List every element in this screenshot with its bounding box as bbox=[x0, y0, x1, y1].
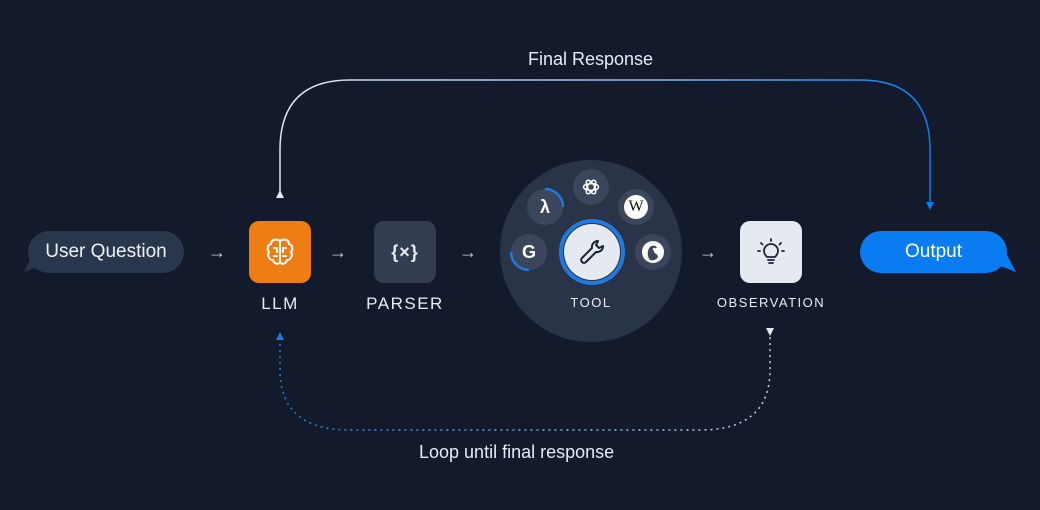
tool-openai bbox=[573, 169, 609, 205]
user-question-text: User Question bbox=[45, 241, 167, 262]
google-icon: G bbox=[521, 241, 536, 262]
brain-icon bbox=[266, 238, 294, 265]
output-bubble: Output bbox=[860, 231, 1007, 273]
arrow-to-observation: → bbox=[699, 242, 717, 262]
observation-node bbox=[740, 221, 802, 283]
wrench-icon bbox=[580, 239, 605, 264]
lambda-icon: λ bbox=[539, 196, 550, 217]
variable-icon: {×} bbox=[391, 241, 419, 262]
final-response-arc bbox=[279, 79, 931, 204]
loop-arrowhead-up bbox=[276, 332, 284, 340]
llm-node bbox=[249, 221, 311, 283]
lambda-progress-ring bbox=[544, 187, 565, 208]
tool-duckduckgo bbox=[635, 234, 671, 270]
lightbulb-icon bbox=[757, 238, 785, 264]
tool-wikipedia: W bbox=[618, 189, 654, 225]
final-response-label: Final Response bbox=[528, 49, 654, 69]
google-progress-ring bbox=[509, 251, 530, 272]
loop-arrowhead-down bbox=[766, 328, 774, 336]
user-question-bubble: User Question bbox=[28, 231, 184, 273]
tool-progress-ring bbox=[559, 219, 625, 285]
parser-node: {×} bbox=[374, 221, 436, 283]
openai-icon bbox=[582, 179, 600, 195]
arrow-to-tool: → bbox=[459, 242, 477, 262]
arrow-to-parser: → bbox=[329, 242, 347, 262]
loop-arc bbox=[279, 332, 771, 431]
arc-arrowhead-down bbox=[926, 202, 934, 210]
output-text: Output bbox=[904, 241, 963, 262]
duckduckgo-icon bbox=[642, 241, 664, 263]
llm-caption: LLM bbox=[261, 294, 299, 313]
parser-caption: PARSER bbox=[366, 294, 444, 313]
tool-caption: TOOL bbox=[570, 295, 612, 310]
arc-arrowhead-up bbox=[276, 190, 284, 198]
arrow-to-llm: → bbox=[208, 242, 226, 262]
observation-caption: OBSERVATION bbox=[716, 295, 826, 310]
wikipedia-icon: W bbox=[624, 195, 648, 219]
tool-center bbox=[564, 224, 620, 280]
loop-label: Loop until final response bbox=[419, 442, 615, 462]
